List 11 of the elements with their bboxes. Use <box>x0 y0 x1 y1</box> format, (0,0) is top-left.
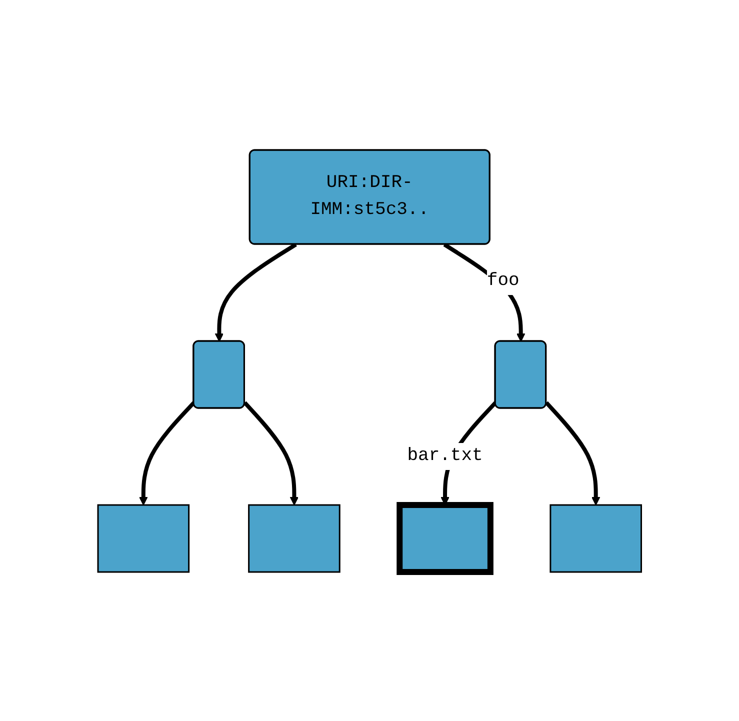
arrow <box>138 400 196 505</box>
arrow <box>214 242 297 342</box>
arrow <box>443 242 526 342</box>
node-box <box>396 502 494 574</box>
node-box <box>550 504 642 572</box>
arrow <box>544 400 600 505</box>
arrow <box>243 400 298 505</box>
node-box <box>97 504 190 572</box>
node-box <box>248 504 340 572</box>
edge-label: foo <box>486 270 520 291</box>
edge-label: bar.txt <box>407 446 483 466</box>
